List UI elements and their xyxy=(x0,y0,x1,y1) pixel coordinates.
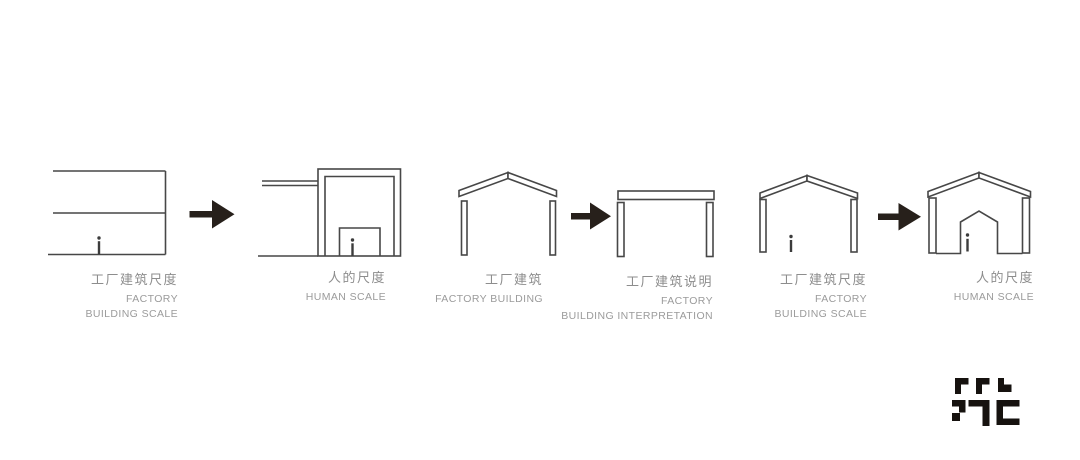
label-en-line: BUILDING SCALE xyxy=(774,308,867,320)
right-arrow-icon xyxy=(878,203,921,231)
label-en-line: HUMAN SCALE xyxy=(953,291,1034,303)
label-factory-building-scale-1: 工厂建筑尺度 FACTORY BUILDING SCALE xyxy=(85,269,178,322)
human-figure-icon xyxy=(350,238,355,256)
label-zh-text: 工厂建筑说明 xyxy=(625,274,713,289)
human-figure-icon xyxy=(965,233,970,252)
diagram-factory-building xyxy=(458,171,558,256)
label-en-line: BUILDING INTERPRETATION xyxy=(561,310,713,322)
label-zh-text: 工厂建筑尺度 xyxy=(90,272,178,287)
diagram-factory-building-scale-2 xyxy=(759,174,859,253)
human-figure-icon xyxy=(97,236,101,255)
diagram-human-scale-2 xyxy=(927,171,1032,255)
diagram-factory-building-interpretation xyxy=(616,190,715,258)
right-arrow-icon xyxy=(571,202,611,230)
label-zh-text: 工厂建筑 xyxy=(484,272,543,287)
label-en-line: FACTORY xyxy=(814,293,867,305)
label-zh-text: 工厂建筑尺度 xyxy=(779,272,867,287)
label-en-line: FACTORY BUILDING xyxy=(435,293,543,305)
right-arrow-icon xyxy=(189,200,235,229)
label-factory-building-scale-2: 工厂建筑尺度 FACTORY BUILDING SCALE xyxy=(774,269,867,322)
label-zh-text: 人的尺度 xyxy=(975,270,1034,285)
label-en-line: HUMAN SCALE xyxy=(305,291,386,303)
human-figure-icon xyxy=(789,234,793,252)
label-human-scale-1: 人的尺度 HUMAN SCALE xyxy=(306,267,386,305)
label-en-line: BUILDING SCALE xyxy=(85,308,178,320)
label-factory-building-interpretation: 工厂建筑说明 FACTORY BUILDING INTERPRETATION xyxy=(561,271,713,324)
label-zh-text: 人的尺度 xyxy=(327,270,386,285)
label-human-scale-2: 人的尺度 HUMAN SCALE xyxy=(954,267,1034,305)
label-en-line: FACTORY xyxy=(660,295,713,307)
diagram-factory-building-scale-1 xyxy=(48,170,167,256)
studio-logo-icon xyxy=(952,378,1020,426)
diagram-human-scale-1 xyxy=(258,168,402,257)
label-en-line: FACTORY xyxy=(125,293,178,305)
label-factory-building: 工厂建筑 FACTORY BUILDING xyxy=(435,269,543,307)
